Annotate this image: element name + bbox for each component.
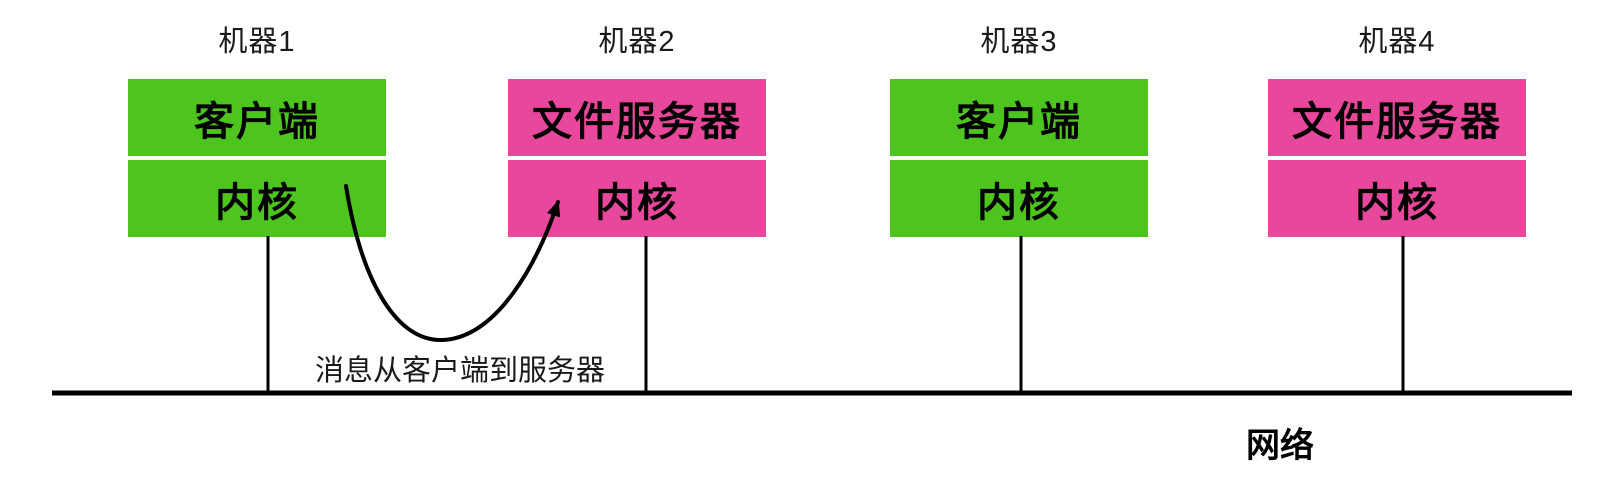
machine-3-kernel-box: 内核 xyxy=(890,160,1148,237)
machine-2-title: 机器2 xyxy=(598,26,676,58)
machine-1-client-box: 客户端 xyxy=(128,79,386,156)
machine-4-title: 机器4 xyxy=(1358,26,1436,58)
machine-3-title: 机器3 xyxy=(980,26,1058,58)
network-label: 网络 xyxy=(1246,427,1314,465)
machine-1: 机器1 客户端 内核 xyxy=(128,0,386,240)
machine-1-title: 机器1 xyxy=(218,26,296,58)
machine-4-fileserver-box: 文件服务器 xyxy=(1268,79,1526,156)
machine-4: 机器4 文件服务器 内核 xyxy=(1268,0,1526,240)
message-arrow-label: 消息从客户端到服务器 xyxy=(314,355,605,387)
machine-2-fileserver-box: 文件服务器 xyxy=(508,79,766,156)
machine-1-kernel-box: 内核 xyxy=(128,160,386,237)
machine-2: 机器2 文件服务器 内核 xyxy=(508,0,766,240)
machine-2-kernel-box: 内核 xyxy=(508,160,766,237)
machine-3-client-box: 客户端 xyxy=(890,79,1148,156)
machine-3: 机器3 客户端 内核 xyxy=(890,0,1148,240)
machine-4-kernel-box: 内核 xyxy=(1268,160,1526,237)
